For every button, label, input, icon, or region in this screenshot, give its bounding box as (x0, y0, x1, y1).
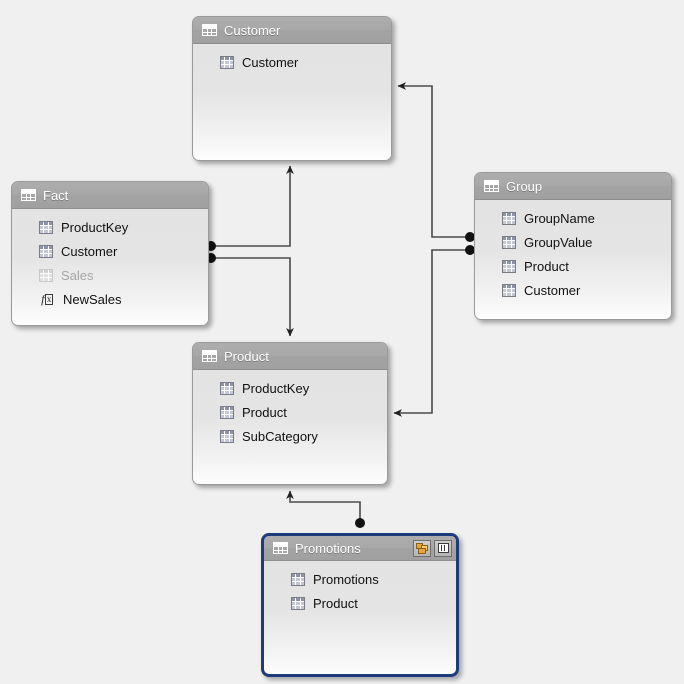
field-row[interactable]: GroupName (475, 206, 671, 230)
field-row[interactable]: Customer (12, 239, 208, 263)
relationship-fact-product[interactable] (211, 257, 294, 337)
field-label: Product (524, 258, 569, 274)
field-row[interactable]: Customer (475, 278, 671, 302)
column-icon (502, 211, 516, 225)
relationship-endpoint-dot[interactable] (355, 518, 365, 528)
field-label: ProductKey (61, 219, 129, 235)
table-icon (21, 189, 36, 201)
table-header-group[interactable]: Group (475, 173, 671, 200)
field-label: Sales (61, 267, 94, 283)
maximize-restore-button[interactable] (434, 539, 452, 557)
column-icon (220, 429, 234, 443)
table-field-list-customer: Customer (193, 44, 391, 74)
field-row[interactable]: Product (264, 591, 456, 615)
relationship-group-product[interactable] (393, 249, 470, 417)
field-row[interactable]: Sales (12, 263, 208, 287)
field-row[interactable]: GroupValue (475, 230, 671, 254)
field-row[interactable]: Product (193, 400, 387, 424)
column-icon (220, 381, 234, 395)
field-label: SubCategory (242, 428, 318, 444)
field-label: Product (313, 595, 358, 611)
field-row[interactable]: ProductKey (193, 376, 387, 400)
column-icon (220, 55, 234, 69)
field-label: Customer (242, 54, 299, 70)
column-icon (39, 268, 53, 282)
column-icon (220, 405, 234, 419)
table-icon (202, 24, 217, 36)
column-icon (291, 572, 305, 586)
restore-window-icon (437, 543, 449, 553)
field-label: NewSales (63, 291, 122, 307)
field-row[interactable]: Product (475, 254, 671, 278)
table-header-buttons (413, 539, 452, 557)
table-header-product[interactable]: Product (193, 343, 387, 370)
table-icon (202, 350, 217, 362)
field-label: Customer (524, 282, 581, 298)
table-header-promotions[interactable]: Promotions (264, 536, 456, 561)
table-header-customer[interactable]: Customer (193, 17, 391, 44)
column-icon (39, 244, 53, 258)
relationship-group-customer[interactable] (397, 82, 470, 238)
field-label: GroupName (524, 210, 595, 226)
table-icon (273, 542, 288, 554)
field-row[interactable]: Customer (193, 50, 391, 74)
relationship-promotions-product[interactable] (286, 490, 361, 523)
field-label: GroupValue (524, 234, 593, 250)
table-title: Group (506, 178, 543, 194)
field-label: ProductKey (242, 380, 310, 396)
table-title: Customer (224, 22, 281, 38)
diagram-relationship-icon (416, 542, 428, 554)
column-icon (291, 596, 305, 610)
column-icon (502, 235, 516, 249)
column-icon (502, 283, 516, 297)
column-icon (39, 220, 53, 234)
show-related-diagram-button[interactable] (413, 539, 431, 557)
table-header-fact[interactable]: Fact (12, 182, 208, 209)
table-title: Product (224, 348, 269, 364)
table-title: Promotions (295, 540, 361, 556)
field-label: Promotions (313, 571, 379, 587)
field-row[interactable]: SubCategory (193, 424, 387, 448)
table-icon (484, 180, 499, 192)
relationship-fact-customer[interactable] (211, 165, 294, 247)
table-title: Fact (43, 187, 69, 203)
column-icon (502, 259, 516, 273)
field-row[interactable]: ProductKey (12, 215, 208, 239)
field-label: Product (242, 404, 287, 420)
field-label: Customer (61, 243, 118, 259)
field-row[interactable]: Promotions (264, 567, 456, 591)
